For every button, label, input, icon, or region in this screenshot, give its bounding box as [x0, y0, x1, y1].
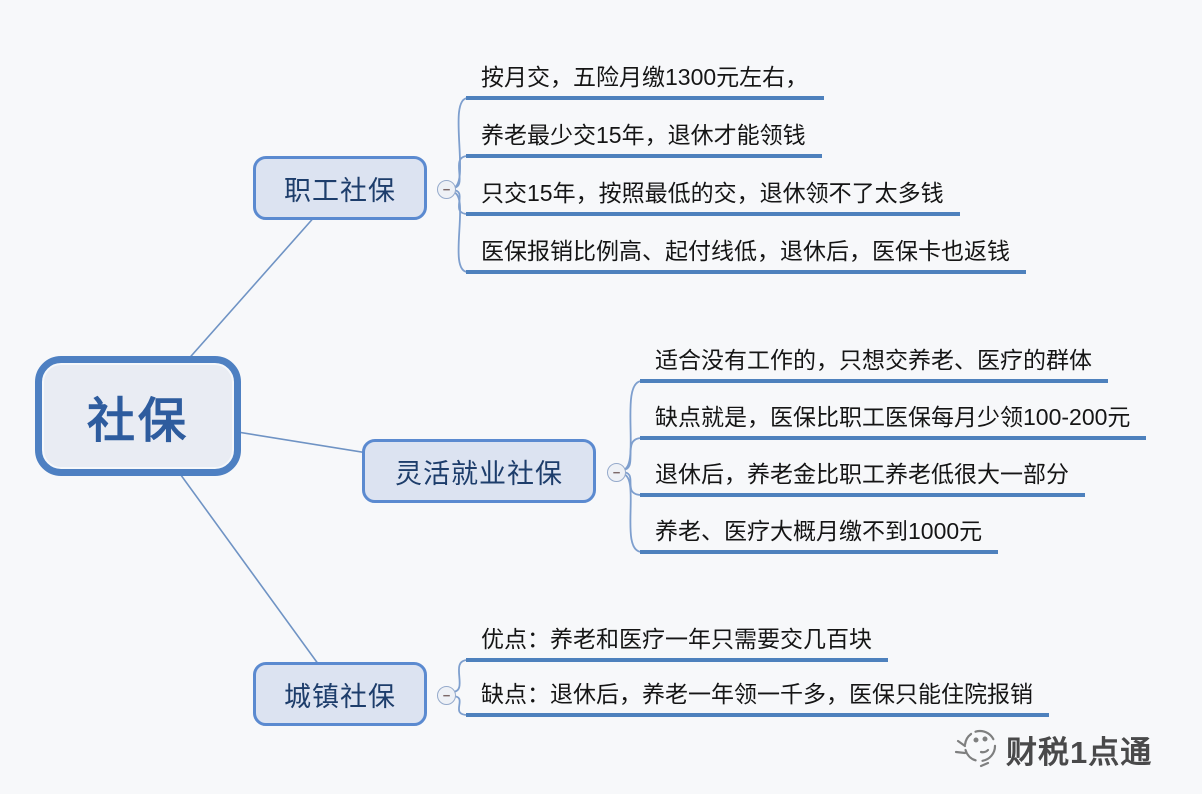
leaf-node[interactable]: 养老、医疗大概月缴不到1000元	[640, 516, 999, 554]
branch-node-zhigong-shebao[interactable]: 职工社保	[253, 156, 427, 220]
root-label: 社保	[86, 395, 189, 448]
leaf-node[interactable]: 按月交，五险月缴1300元左右，	[466, 62, 825, 100]
leaf-node[interactable]: 养老最少交15年，退休才能领钱	[466, 120, 822, 158]
branch-label: 灵活就业社保	[395, 458, 563, 489]
chick-sketch-logo-icon	[954, 729, 997, 768]
watermark: 财税1点通	[950, 722, 1152, 776]
collapse-minus-icon[interactable]: −	[607, 463, 626, 482]
leaf-node[interactable]: 缺点就是，医保比职工医保每月少领100-200元	[640, 402, 1147, 440]
branch-node-linghuo-jiuye-shebao[interactable]: 灵活就业社保	[362, 439, 596, 503]
branch-label: 城镇社保	[284, 681, 396, 712]
leaf-node[interactable]: 医保报销比例高、起付线低，退休后，医保卡也返钱	[466, 236, 1026, 274]
branch-node-chengzhen-shebao[interactable]: 城镇社保	[253, 662, 427, 726]
leaf-node[interactable]: 退休后，养老金比职工养老低很大一部分	[640, 459, 1085, 497]
leaf-node[interactable]: 适合没有工作的，只想交养老、医疗的群体	[640, 345, 1108, 383]
collapse-minus-icon[interactable]: −	[437, 180, 456, 199]
root-node-shebao[interactable]: 社保	[35, 356, 241, 476]
collapse-minus-icon[interactable]: −	[437, 686, 456, 705]
watermark-label: 财税1点通	[1006, 734, 1153, 770]
leaf-node[interactable]: 缺点：退休后，养老一年领一千多，医保只能住院报销	[466, 679, 1049, 717]
leaf-node[interactable]: 优点：养老和医疗一年只需要交几百块	[466, 624, 888, 662]
branch-label: 职工社保	[284, 175, 396, 206]
leaf-node[interactable]: 只交15年，按照最低的交，退休领不了太多钱	[466, 178, 960, 216]
